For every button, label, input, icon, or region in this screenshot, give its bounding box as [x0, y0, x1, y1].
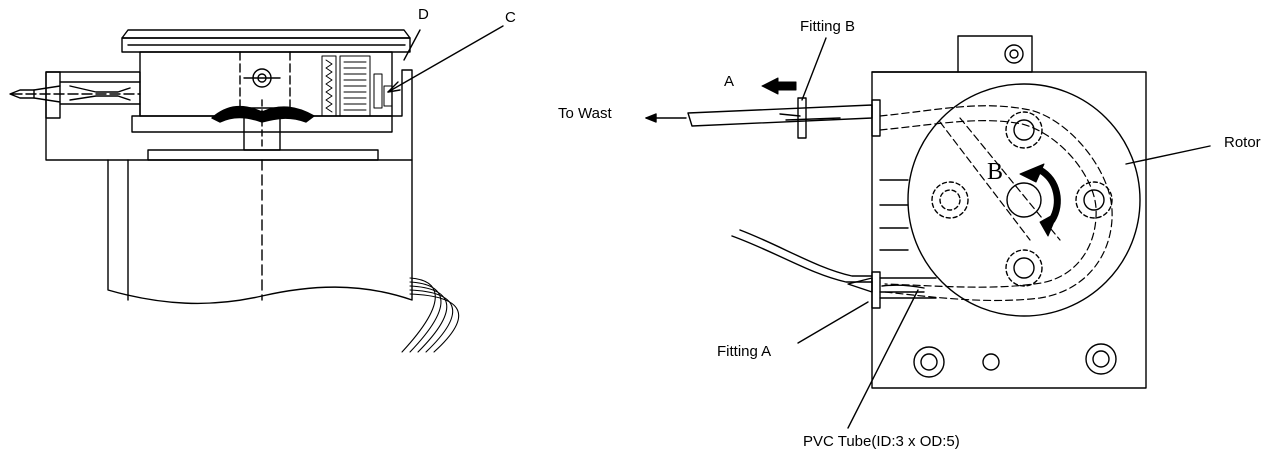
leader-d — [403, 29, 421, 61]
label-rotor: Rotor — [1224, 134, 1261, 151]
rotor-disk — [907, 83, 1141, 317]
labels: D C Fitting B A To Wast Rotor B Fitting … — [418, 6, 1261, 450]
mounting-tab — [957, 35, 1033, 73]
rotation-arrow — [1019, 163, 1061, 237]
leader-fitting-b — [801, 37, 827, 101]
flow-arrow-a — [761, 77, 797, 95]
label-c: C — [505, 9, 516, 26]
label-tube: PVC Tube(ID:3 x OD:5) — [803, 433, 960, 450]
fitting-a — [871, 271, 881, 309]
tube-loop — [879, 105, 1113, 302]
leader-fitting-a — [797, 301, 869, 344]
top-view — [645, 35, 1211, 429]
label-d: D — [418, 6, 429, 23]
top-plate — [121, 29, 411, 53]
motor-wires — [401, 277, 460, 353]
label-b: B — [987, 159, 1003, 185]
leader-c — [387, 25, 504, 93]
label-fitting-b: Fitting B — [800, 18, 855, 35]
leader-tube — [847, 289, 919, 429]
outlet-tube — [645, 97, 881, 139]
side-view — [9, 25, 504, 353]
label-fitting-a: Fitting A — [717, 343, 771, 360]
leader-rotor — [1125, 145, 1211, 165]
leader-c-arrow — [387, 81, 401, 93]
fitting-b — [797, 97, 807, 139]
inlet-nozzle — [9, 81, 141, 105]
inlet-tube — [731, 229, 937, 309]
mounting-holes — [913, 343, 1117, 378]
spring-coil — [321, 55, 393, 117]
label-to-waste: To Wast — [558, 105, 612, 122]
center-shaft — [211, 99, 315, 151]
label-a: A — [724, 73, 734, 90]
motor-body — [107, 159, 413, 305]
